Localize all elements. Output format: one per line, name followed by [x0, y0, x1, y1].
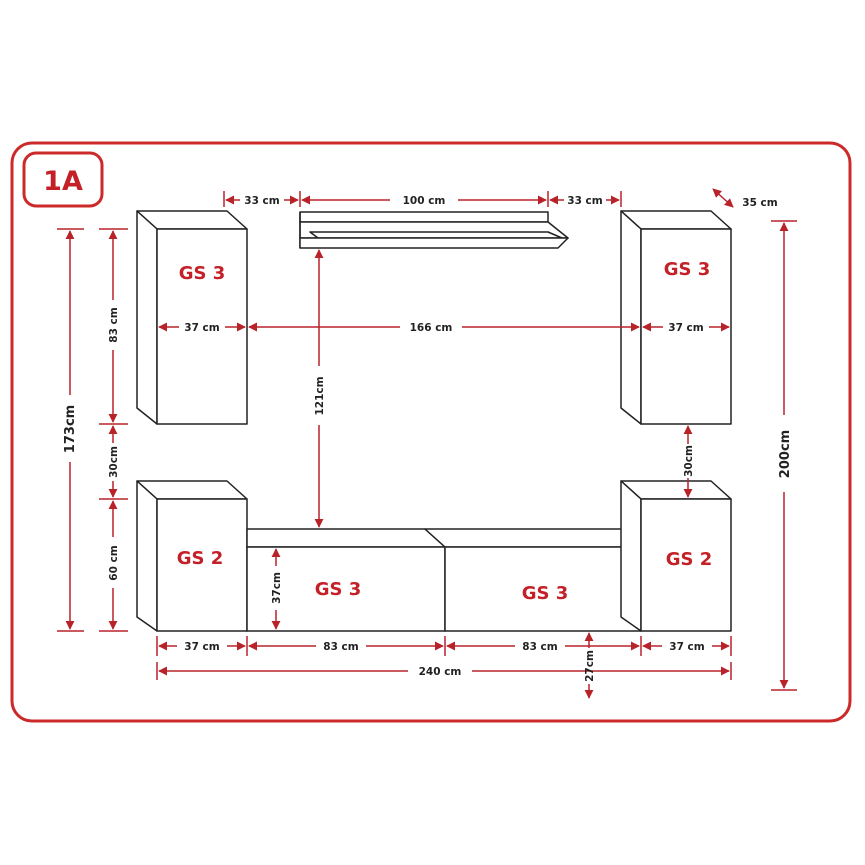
dim-depth: 35 cm — [742, 197, 777, 209]
wall-cabinet-left — [136, 210, 248, 425]
badge-label: 1A — [43, 166, 83, 197]
dim-bottom-mid-right: 83 cm — [522, 641, 557, 653]
dim-total-width: 240 cm — [419, 666, 462, 678]
dim-total-height: 200cm — [778, 430, 793, 478]
dim-floor-gap-left: 30cm — [108, 446, 120, 478]
dim-floor-height: 60 cm — [108, 545, 120, 580]
dimension-lines — [57, 188, 797, 699]
label-floor-left: GS 2 — [177, 548, 224, 569]
dim-wall-gap: 166 cm — [410, 322, 453, 334]
dim-lowboard-height: 37cm — [271, 572, 283, 604]
furniture — [136, 210, 732, 632]
dim-floor-gap-right: 30cm — [683, 445, 695, 477]
label-floor-right: GS 2 — [666, 549, 713, 570]
label-lowboard-left: GS 3 — [315, 579, 362, 600]
dim-shelf-gap-left: 33 cm — [244, 195, 279, 207]
wall-cabinet-right — [620, 210, 732, 425]
label-wall-right: GS 3 — [664, 259, 711, 280]
dim-shelf-to-lowboard: 121cm — [314, 376, 326, 415]
lowboard — [246, 528, 642, 632]
label-wall-left: GS 3 — [179, 263, 226, 284]
dim-wall-height: 83 cm — [108, 307, 120, 342]
dimension-texts: 33 cm 100 cm 33 cm 35 cm 37 cm 166 cm 37… — [63, 195, 793, 682]
dim-floor-clearance: 27cm — [584, 650, 596, 682]
dim-bottom-left-width: 37 cm — [184, 641, 219, 653]
dim-shelf-gap-right: 33 cm — [567, 195, 602, 207]
outer-frame — [10, 141, 852, 723]
dim-bottom-right-width: 37 cm — [669, 641, 704, 653]
floor-cabinet-right — [620, 480, 732, 632]
variant-badge: 1A — [22, 151, 104, 208]
dim-wall-left-width: 37 cm — [184, 322, 219, 334]
dim-shelf-width: 100 cm — [403, 195, 446, 207]
dim-wall-right-width: 37 cm — [668, 322, 703, 334]
wall-shelf — [299, 211, 569, 249]
label-lowboard-right: GS 3 — [522, 583, 569, 604]
dim-total-left-height: 173cm — [63, 405, 78, 453]
floor-cabinet-left — [136, 480, 248, 632]
unit-labels: GS 3 GS 3 GS 2 GS 3 GS 3 GS 2 — [177, 259, 713, 604]
dim-bottom-mid-left: 83 cm — [323, 641, 358, 653]
